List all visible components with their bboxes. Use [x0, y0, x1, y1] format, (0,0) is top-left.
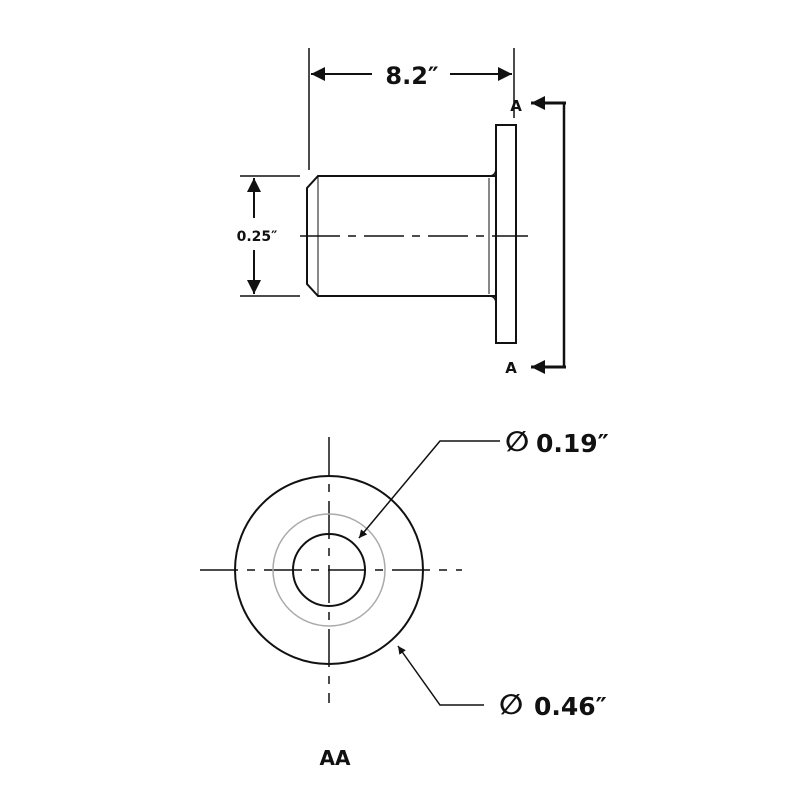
flange — [495, 124, 517, 344]
flange-diameter-label: 0.46″ — [534, 692, 607, 721]
section-view — [200, 437, 462, 703]
fillet-bottom — [488, 295, 497, 305]
length-dimension — [308, 48, 515, 170]
flange-outer-circle — [234, 475, 424, 665]
flange-diameter-leader — [397, 645, 484, 706]
section-marker-top: A — [510, 97, 522, 115]
hole-diameter-label: 0.19″ — [536, 429, 609, 458]
bore-circle — [292, 533, 366, 607]
shank-diameter-label: 0.25″ — [237, 229, 278, 245]
hole-diameter-leader — [358, 440, 500, 539]
shank-circle — [272, 513, 386, 627]
hole-leader-line — [358, 440, 500, 539]
section-line — [531, 96, 566, 374]
shank-diameter-dimension — [240, 175, 300, 297]
length-label: 8.2″ — [385, 62, 439, 90]
flange-leader-line — [397, 645, 484, 706]
flange-diameter-symbol: ∅ — [499, 688, 523, 721]
section-view-title: AA — [320, 746, 351, 770]
section-marker-bottom: A — [505, 359, 517, 377]
fillet-top — [488, 167, 497, 177]
hole-diameter-symbol: ∅ — [505, 425, 529, 458]
side-view — [300, 124, 528, 344]
